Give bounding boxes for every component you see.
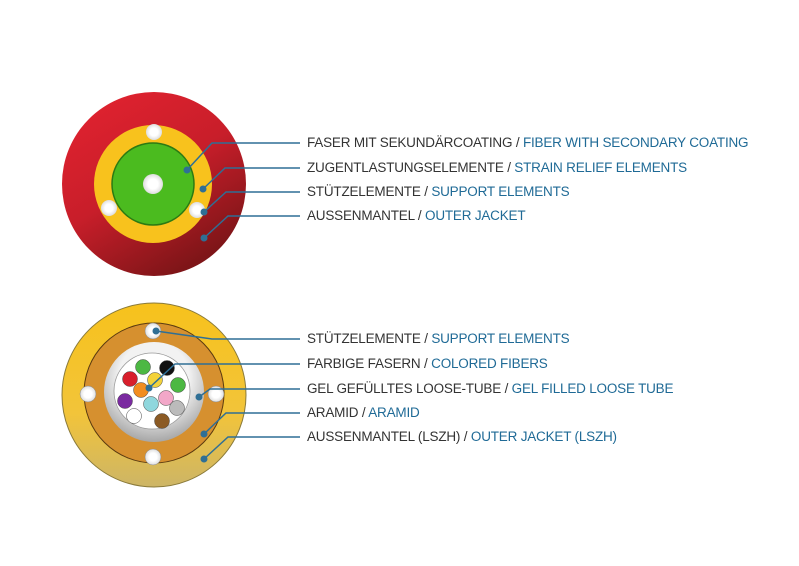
fiber-core <box>143 174 163 194</box>
label-en: STRAIN RELIEF ELEMENTS <box>514 160 687 175</box>
cable-1-callouts <box>186 142 300 239</box>
label-colored-fibers: FARBIGE FASERN / COLORED FIBERS <box>307 356 548 372</box>
label-fiber-secondary-coating: FASER MIT SEKUNDÄRCOATING / FIBER WITH S… <box>307 135 749 151</box>
label-de: ZUGENTLASTUNGSELEMENTE <box>307 160 504 175</box>
label-de: AUSSENMANTEL <box>307 208 415 223</box>
label-outer-jacket-lszh: AUSSENMANTEL (LSZH) / OUTER JACKET (LSZH… <box>307 429 617 445</box>
label-aramid: ARAMID / ARAMID <box>307 405 420 421</box>
label-de: STÜTZELEMENTE <box>307 331 421 346</box>
support-element <box>189 202 205 218</box>
label-en: OUTER JACKET <box>425 208 526 223</box>
separator: / <box>414 208 426 223</box>
label-en: COLORED FIBERS <box>431 356 548 371</box>
cable-2-cross-section <box>61 302 247 488</box>
label-support-elements: STÜTZELEMENTE / SUPPORT ELEMENTS <box>307 184 570 200</box>
label-de: AUSSENMANTEL (LSZH) <box>307 429 461 444</box>
support-element <box>207 385 225 403</box>
label-de: ARAMID <box>307 405 359 420</box>
label-en: GEL FILLED LOOSE TUBE <box>511 381 674 396</box>
label-en: SUPPORT ELEMENTS <box>431 331 570 346</box>
separator: / <box>460 429 471 444</box>
label-en: OUTER JACKET (LSZH) <box>470 429 617 444</box>
colored-fibers <box>117 359 186 429</box>
label-de: STÜTZELEMENTE <box>307 184 421 199</box>
separator: / <box>501 381 512 396</box>
label-support-elements-2: STÜTZELEMENTE / SUPPORT ELEMENTS <box>307 331 570 347</box>
separator: / <box>503 160 515 175</box>
separator: / <box>420 356 432 371</box>
label-de: FARBIGE FASERN <box>307 356 421 371</box>
support-element <box>144 448 162 466</box>
label-gel-filled-loose-tube: GEL GEFÜLLTES LOOSE-TUBE / GEL FILLED LO… <box>307 381 673 397</box>
label-de: FASER MIT SEKUNDÄRCOATING <box>307 135 513 150</box>
separator: / <box>420 331 432 346</box>
label-outer-jacket: AUSSENMANTEL / OUTER JACKET <box>307 208 526 224</box>
cable-2-callouts <box>148 330 300 460</box>
cable-1-cross-section <box>62 92 246 276</box>
separator: / <box>420 184 432 199</box>
label-en: ARAMID <box>368 405 420 420</box>
separator: / <box>512 135 523 150</box>
support-element <box>101 200 117 216</box>
label-en: SUPPORT ELEMENTS <box>431 184 570 199</box>
label-en: FIBER WITH SECONDARY COATING <box>522 135 749 150</box>
support-element <box>146 124 162 140</box>
support-element <box>79 385 97 403</box>
separator: / <box>358 405 369 420</box>
label-strain-relief: ZUGENTLASTUNGSELEMENTE / STRAIN RELIEF E… <box>307 160 687 176</box>
label-de: GEL GEFÜLLTES LOOSE-TUBE <box>307 381 502 396</box>
